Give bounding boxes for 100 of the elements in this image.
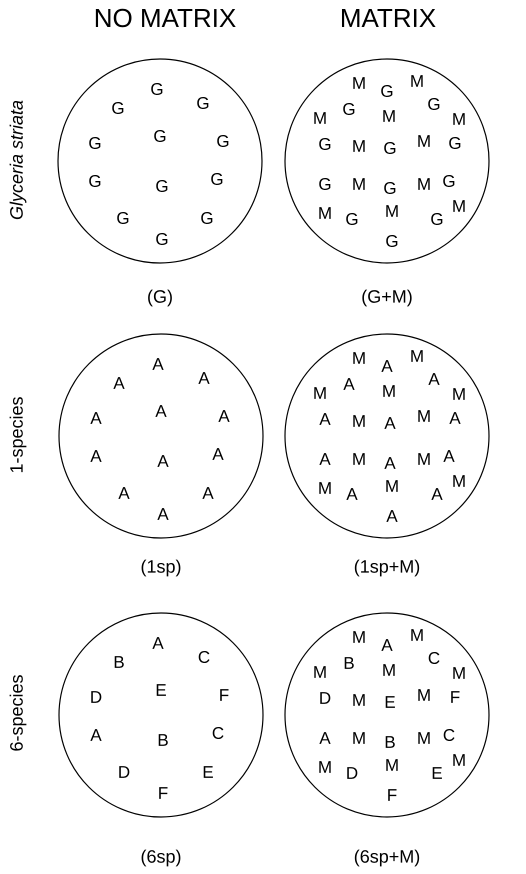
species-letter: C — [198, 650, 210, 664]
species-letter: A — [384, 417, 396, 429]
column-heading: NO MATRIX — [96, 8, 236, 28]
species-letter: M — [383, 110, 395, 122]
species-letter: G — [156, 232, 168, 246]
species-letter: M — [353, 631, 365, 643]
species-letter: G — [154, 130, 166, 142]
species-letter: M — [353, 352, 365, 364]
species-letter: M — [453, 388, 465, 400]
species-letter: G — [156, 180, 168, 192]
species-letter: M — [411, 75, 423, 87]
species-letter: F — [388, 789, 397, 801]
species-letter: B — [386, 736, 395, 748]
species-letter: G — [151, 82, 162, 96]
row-label: 1-species — [10, 397, 26, 472]
species-letter: D — [320, 692, 330, 704]
species-letter: M — [453, 667, 465, 679]
plot-caption: (6sp) — [142, 850, 180, 866]
species-letter: G — [431, 212, 442, 226]
species-letter: M — [418, 453, 430, 465]
species-letter: M — [353, 77, 365, 89]
species-letter: M — [319, 482, 331, 494]
species-letter: E — [156, 684, 166, 696]
species-letter: A — [218, 410, 230, 422]
species-letter: G — [384, 142, 396, 154]
species-letter: D — [347, 767, 358, 779]
species-letter: A — [428, 373, 440, 385]
species-letter: A — [386, 510, 398, 522]
species-letter: G — [384, 182, 396, 194]
species-letter: M — [319, 761, 331, 773]
species-letter: A — [90, 412, 102, 424]
species-letter: A — [343, 378, 355, 390]
species-letter: A — [113, 377, 125, 389]
species-letter: A — [381, 360, 393, 372]
species-letter: A — [155, 405, 167, 417]
species-letter: F — [220, 689, 229, 701]
species-letter: E — [432, 767, 442, 779]
species-letter: M — [353, 453, 365, 465]
species-letter: D — [119, 766, 130, 778]
species-letter: A — [90, 450, 102, 462]
species-letter: A — [384, 457, 396, 469]
species-letter: A — [198, 372, 210, 384]
species-letter: D — [91, 691, 102, 703]
species-letter: A — [202, 487, 214, 499]
species-letter: B — [158, 734, 168, 746]
species-letter: A — [152, 358, 164, 370]
species-letter: G — [343, 102, 354, 116]
row-label: 6-species — [10, 675, 26, 751]
species-letter: M — [383, 664, 395, 676]
species-letter: M — [383, 385, 395, 397]
species-letter: M — [453, 200, 465, 212]
species-letter: G — [381, 84, 392, 98]
species-letter: M — [314, 666, 326, 678]
species-letter: G — [428, 98, 440, 110]
column-heading: MATRIX — [342, 9, 436, 27]
species-letter: M — [386, 759, 398, 771]
species-letter: M — [386, 205, 398, 217]
species-letter: B — [114, 656, 124, 668]
species-letter: M — [386, 480, 398, 492]
species-letter: F — [451, 691, 460, 703]
species-letter: A — [118, 487, 130, 499]
species-letter: G — [319, 138, 330, 150]
species-letter: G — [443, 174, 454, 188]
species-letter: A — [152, 637, 164, 649]
species-letter: A — [319, 413, 331, 425]
species-letter: C — [212, 726, 224, 740]
species-letter: A — [449, 412, 461, 424]
species-letter: M — [314, 387, 326, 399]
species-letter: G — [217, 134, 228, 148]
species-letter: M — [353, 694, 365, 706]
species-letter: G — [449, 136, 460, 150]
species-letter: B — [344, 657, 354, 669]
species-letter: M — [418, 135, 430, 147]
species-letter: C — [428, 652, 440, 664]
species-letter: M — [411, 629, 423, 641]
species-letter: M — [353, 415, 365, 427]
species-letter: M — [418, 689, 430, 701]
species-letter: M — [453, 113, 465, 125]
species-letter: E — [204, 766, 213, 778]
plot-caption: (G+M) — [362, 290, 412, 306]
species-letter: A — [381, 639, 393, 651]
species-letter: A — [319, 453, 331, 465]
species-letter: F — [159, 787, 168, 799]
plot-caption: (G) — [148, 290, 172, 306]
row-label: Glyceria striata — [10, 100, 26, 220]
species-letter: A — [157, 455, 169, 467]
species-letter: G — [89, 174, 100, 188]
species-letter: A — [319, 732, 331, 744]
species-letter: A — [346, 488, 358, 500]
species-letter: G — [319, 178, 330, 190]
species-letter: G — [197, 96, 208, 110]
species-letter: C — [444, 728, 454, 742]
species-letter: A — [90, 729, 102, 741]
species-letter: E — [386, 696, 395, 708]
species-letter: G — [386, 234, 398, 248]
species-letter: A — [443, 450, 455, 462]
species-letter: M — [418, 410, 430, 422]
species-letter: G — [117, 212, 128, 224]
plot-caption: (1sp+M) — [354, 560, 420, 576]
plot-caption: (6sp+M) — [354, 850, 420, 866]
